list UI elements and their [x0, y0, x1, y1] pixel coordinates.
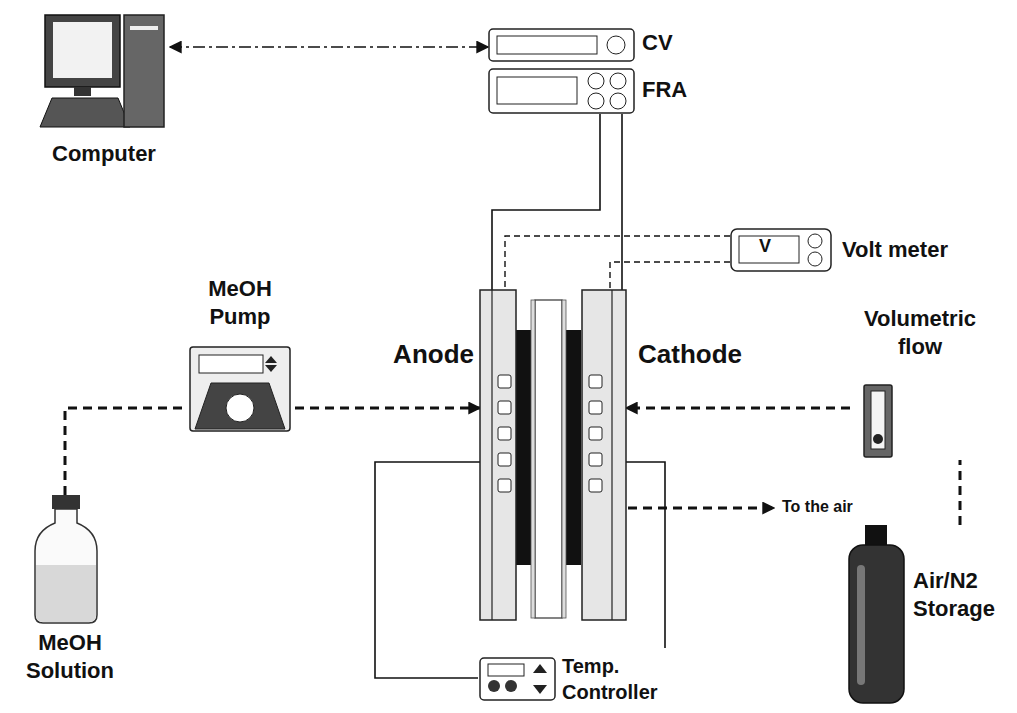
- heater-wire: [375, 462, 480, 678]
- electrode-plate: Cathode: [582, 290, 626, 620]
- flow-channel: [589, 453, 602, 466]
- monitor: [45, 15, 120, 87]
- cathode-plate: [582, 290, 626, 620]
- anode-electrode: [516, 330, 531, 565]
- gasket: [562, 300, 566, 618]
- instrument-case: [489, 69, 634, 113]
- pump-button: [265, 365, 277, 372]
- node-label: Computer: [38, 140, 170, 168]
- node-label: Cathode: [638, 338, 788, 371]
- node-label: Volumetric flow: [850, 305, 990, 361]
- pump-box: MeOH Pump: [185, 275, 295, 435]
- flow-channel: [589, 375, 602, 388]
- voltage-lead: [610, 262, 730, 290]
- pump-button: [265, 356, 277, 363]
- flowmeter-body: [864, 385, 892, 457]
- meter-symbol: V: [759, 236, 771, 257]
- cylinder-highlight: [857, 565, 865, 685]
- signal-wire: [621, 114, 623, 290]
- heater-wire: [626, 462, 665, 648]
- pump-rotor: [226, 394, 254, 422]
- node-label: MeOH Solution: [15, 629, 125, 685]
- gas-storage-box: Air/N2 Storage: [845, 525, 1010, 705]
- instrument-knob: [588, 93, 604, 109]
- instrument-box: CV: [488, 28, 698, 62]
- plate-rail: [491, 290, 492, 620]
- data-link: [170, 46, 488, 48]
- bottle-cap: [52, 495, 80, 509]
- cathode-electrode: [566, 330, 581, 565]
- signal-wire: [492, 114, 600, 290]
- controller-button: [533, 664, 547, 673]
- node-label: Volt meter: [842, 236, 992, 264]
- node-label: FRA: [642, 76, 712, 104]
- instrument-display: [739, 236, 799, 263]
- controller-button: [533, 685, 547, 694]
- monitor-stand: [74, 87, 91, 96]
- instrument-knob: [610, 93, 626, 109]
- instrument-knob: [808, 252, 822, 266]
- outlet-note: To the air: [782, 498, 853, 516]
- instrument-case: [731, 229, 831, 271]
- flow-channel: [498, 375, 511, 388]
- instrument-box: FRA: [488, 68, 713, 114]
- instrument-case: [489, 29, 634, 61]
- solution-bottle-box: MeOH Solution: [15, 495, 125, 705]
- cathode-illustration: [582, 290, 626, 620]
- flow-channel: [498, 401, 511, 414]
- anode-plate: [480, 290, 516, 620]
- keyboard: [40, 98, 130, 127]
- pump-head: [195, 383, 285, 429]
- controller-knob: [488, 680, 500, 692]
- electrode-plate: Anode: [480, 290, 516, 620]
- instrument-knob: [588, 73, 604, 89]
- instrument-knob: [607, 36, 625, 54]
- controller-knob: [505, 680, 517, 692]
- exhaust-arrow: [628, 507, 774, 510]
- instrument-knob: [808, 234, 822, 248]
- gas-line: [626, 407, 850, 410]
- cylinder-valve: [865, 525, 887, 547]
- controller-box: Temp. Controller: [478, 648, 710, 710]
- fuel-line: [65, 408, 185, 495]
- monitor-screen: [53, 22, 112, 78]
- fuel-line: [295, 407, 480, 410]
- node-label: Temp. Controller: [562, 654, 702, 705]
- computer-tower: [124, 15, 164, 127]
- pump-display: [199, 355, 263, 373]
- node-label: Anode: [358, 338, 474, 371]
- flow-channel: [498, 479, 511, 492]
- gas-line: [959, 460, 962, 525]
- instrument-display: [497, 77, 577, 104]
- pump-case: [190, 347, 290, 431]
- anode-illustration: [480, 290, 516, 620]
- gas-cylinder: [849, 545, 904, 703]
- drive-slot: [130, 26, 158, 30]
- flow-channel: [498, 453, 511, 466]
- flow-channel: [589, 401, 602, 414]
- solution-bottle: [35, 509, 97, 623]
- node-label: MeOH Pump: [185, 275, 295, 331]
- flowmeter-tube: [871, 391, 885, 449]
- methanol-liquid: [36, 565, 96, 622]
- controller-display: [488, 664, 524, 676]
- instrument-knob: [610, 73, 626, 89]
- flowmeter-float: [873, 434, 883, 444]
- plate-rail: [611, 290, 612, 620]
- flowmeter-box: Volumetric flow: [850, 305, 990, 460]
- node-label: CV: [642, 29, 698, 57]
- computer-icon: Computer: [38, 12, 170, 177]
- flow-channel: [589, 427, 602, 440]
- gasket: [531, 300, 535, 618]
- membrane: [535, 300, 562, 618]
- instrument-display: [497, 36, 597, 54]
- flow-channel: [498, 427, 511, 440]
- voltage-lead: [505, 236, 730, 290]
- flow-channel: [589, 479, 602, 492]
- controller-case: [480, 658, 555, 700]
- node-label: Air/N2 Storage: [913, 567, 1009, 623]
